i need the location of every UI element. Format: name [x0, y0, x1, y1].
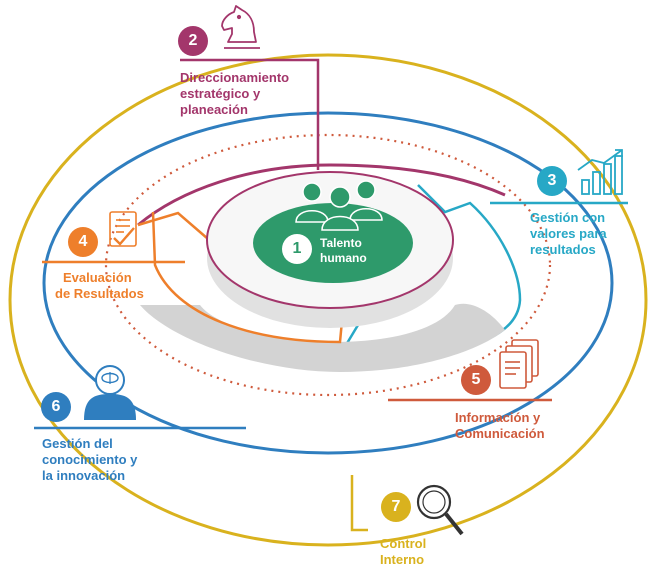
informacion-dotted-ring	[104, 133, 552, 397]
dimension-4-line-2: de Resultados	[55, 286, 144, 301]
dimension-5-line-1: Información y	[455, 410, 541, 425]
dimension-3-line-1: Gestión con	[530, 210, 606, 225]
dimension-6-number: 6	[41, 392, 71, 422]
dimension-1-label: Talento humano	[320, 236, 367, 266]
dimension-3-label: Gestión con valores para resultados	[530, 210, 607, 258]
dimension-7-label: Control Interno	[380, 536, 426, 568]
dimension-2-line-2: estratégico y	[180, 86, 261, 101]
dimension-4-line-1: Evaluación	[63, 270, 132, 285]
dimension-1-number: 1	[282, 234, 312, 264]
conocimiento-ring	[42, 111, 614, 455]
dimension-2-label: Direccionamiento estratégico y planeació…	[180, 70, 289, 118]
dimension-6-line-1: Gestión del	[42, 436, 113, 451]
dimension-7-line-1: Control	[380, 536, 427, 551]
dimension-4-number: 4	[68, 227, 98, 257]
dimension-7-line-2: Interno	[380, 552, 425, 567]
documents-icon	[499, 339, 539, 389]
control-interno-ring	[8, 53, 648, 547]
evaluacion-top-arc	[137, 211, 216, 246]
dimension-1-line-2: humano	[320, 251, 367, 265]
head-brain-icon	[84, 365, 136, 420]
dimension-3-number: 3	[537, 166, 567, 196]
dimension-1-line-1: Talento	[320, 236, 362, 250]
dimension-6-line-3: la innovación	[42, 468, 126, 483]
disk-shadow	[140, 303, 505, 372]
bar-chart-growth-icon	[577, 149, 623, 195]
direccionamiento-arc	[137, 163, 506, 227]
team-people-icon	[295, 180, 383, 231]
dimension-2-line-1: Direccionamiento	[180, 70, 290, 85]
direccionamiento-connector	[180, 58, 320, 170]
dimension-3-line-3: resultados	[530, 242, 596, 257]
magnifier-icon	[416, 484, 464, 536]
dimension-5-label: Información y Comunicación	[455, 410, 545, 442]
dimension-5-line-2: Comunicación	[455, 426, 545, 441]
dimension-7-number: 7	[381, 492, 411, 522]
dimension-6-label: Gestión del conocimiento y la innovación	[42, 436, 137, 484]
dimension-5-number: 5	[461, 365, 491, 395]
checklist-icon	[109, 211, 137, 247]
dimension-2-line-3: planeación	[180, 102, 248, 117]
dimension-6-line-2: conocimiento y	[42, 452, 138, 467]
control-connector	[350, 475, 368, 532]
dimension-2-number: 2	[178, 26, 208, 56]
dimension-3-line-2: valores para	[530, 226, 607, 241]
dimension-4-label: Evaluación de Resultados	[55, 270, 144, 302]
evaluacion-arc	[151, 211, 345, 344]
chess-knight-icon	[221, 5, 260, 49]
